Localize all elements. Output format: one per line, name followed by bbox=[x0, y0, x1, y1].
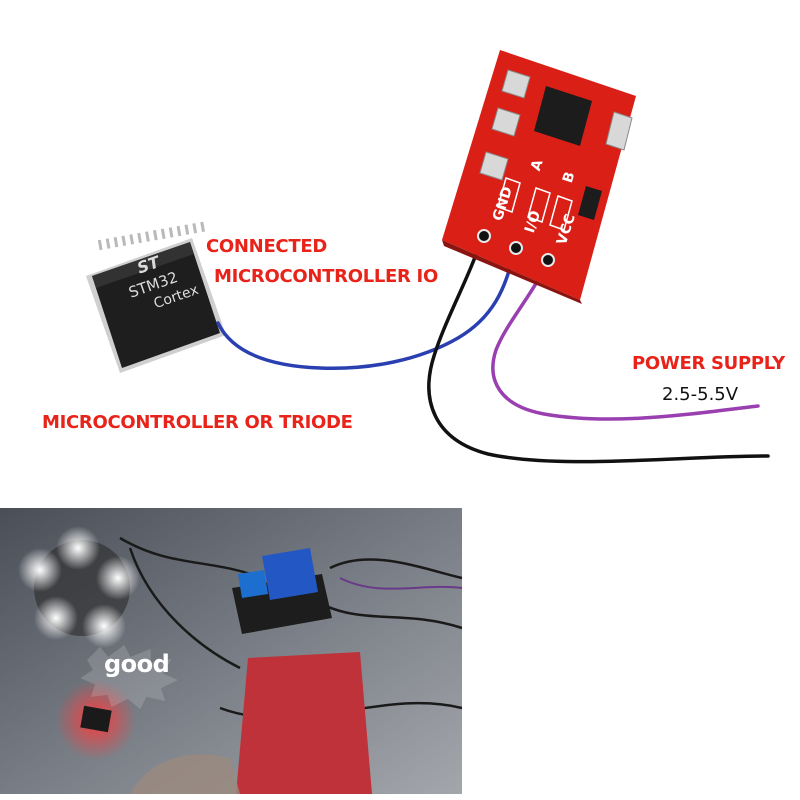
pcb-pads bbox=[479, 69, 633, 181]
stm32-chip bbox=[86, 221, 226, 373]
io-wire bbox=[216, 246, 517, 370]
led-ring bbox=[18, 526, 140, 648]
touch-pad-photo bbox=[236, 652, 372, 794]
chip-pins bbox=[97, 221, 205, 251]
pin-hole-io bbox=[509, 241, 523, 255]
label-voltage: 2.5-5.5V bbox=[662, 384, 739, 405]
pin-hole-vcc bbox=[541, 253, 555, 267]
label-connected: CONNECTED bbox=[206, 236, 327, 257]
pcb-ic bbox=[534, 86, 592, 146]
vcc-wire bbox=[491, 260, 760, 421]
burst-shape bbox=[80, 644, 178, 710]
label-power-supply: POWER SUPPLY bbox=[632, 353, 785, 374]
touch-module bbox=[442, 50, 636, 304]
photo-caption-good: good bbox=[104, 650, 170, 678]
pcb-capacitor bbox=[578, 186, 602, 220]
label-microcontroller-io: MICROCONTROLLER IO bbox=[214, 266, 438, 287]
demo-photo: good bbox=[0, 508, 462, 794]
relay-module bbox=[232, 548, 332, 634]
pin-hole-gnd bbox=[477, 229, 491, 243]
gnd-wire bbox=[427, 236, 770, 464]
label-microcontroller-or-triode: MICROCONTROLLER OR TRIODE bbox=[42, 412, 353, 433]
